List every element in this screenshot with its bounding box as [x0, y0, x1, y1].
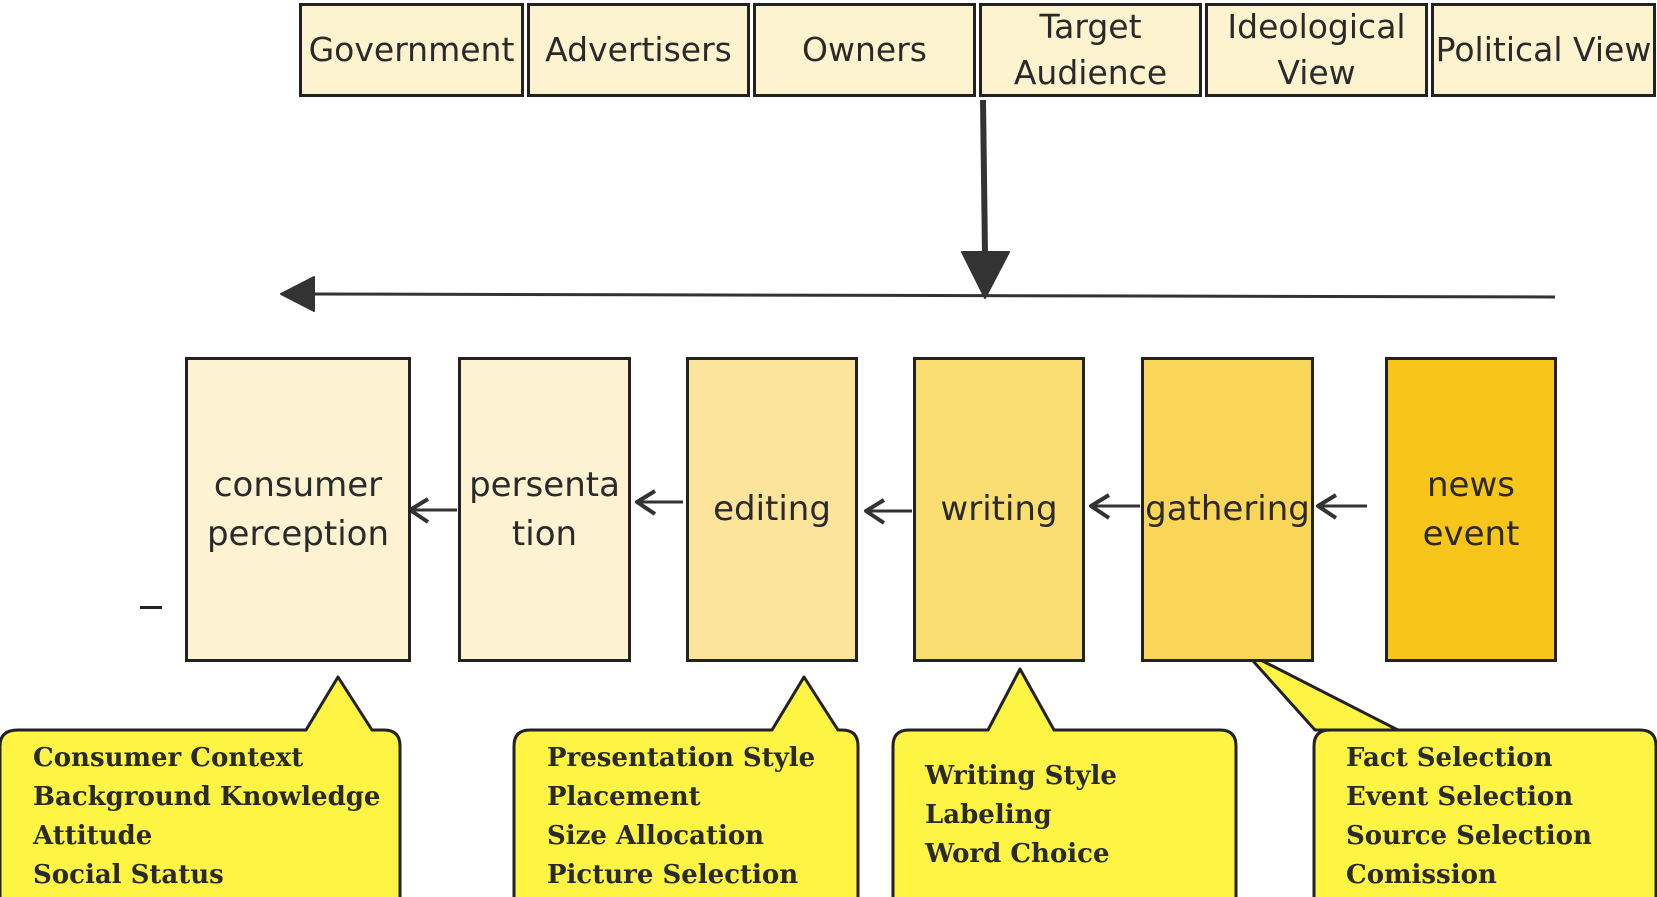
dash-mark	[140, 606, 162, 609]
stage-gathering: gathering	[1141, 357, 1314, 662]
callout-bubble-writing	[891, 667, 1238, 897]
stage-presentation: persenta tion	[458, 357, 631, 662]
influence-political-view: Political View	[1431, 3, 1656, 97]
stage-writing: writing	[913, 357, 1085, 662]
callout-text-gathering: Fact Selection Event Selection Source Se…	[1346, 743, 1592, 890]
stage-consumer-perception: consumer perception	[185, 357, 411, 662]
influence-target-audience: Target Audience	[979, 3, 1202, 97]
influence-advertisers: Advertisers	[527, 3, 750, 97]
callout-text-consumer: Consumer Context Background Knowledge At…	[33, 743, 381, 890]
influence-arrow-head	[961, 251, 1010, 299]
stage-editing: editing	[686, 357, 858, 662]
callout-text-writing: Writing Style Labeling Word Choice	[925, 761, 1117, 869]
callout-bubble-editing	[512, 675, 860, 897]
callout-bubble-gathering	[1243, 650, 1657, 897]
influence-government: Government	[299, 3, 524, 97]
flow-arrow-head	[280, 276, 315, 312]
influence-arrow-line	[980, 99, 988, 256]
callout-bubble-consumer	[0, 675, 402, 897]
influence-ideological-view: Ideological View	[1205, 3, 1428, 97]
influence-owners: Owners	[753, 3, 976, 97]
flow-arrow-line	[307, 292, 1556, 299]
stage-news-event: news event	[1385, 357, 1557, 662]
callout-text-editing: Presentation Style Placement Size Alloca…	[547, 743, 816, 890]
